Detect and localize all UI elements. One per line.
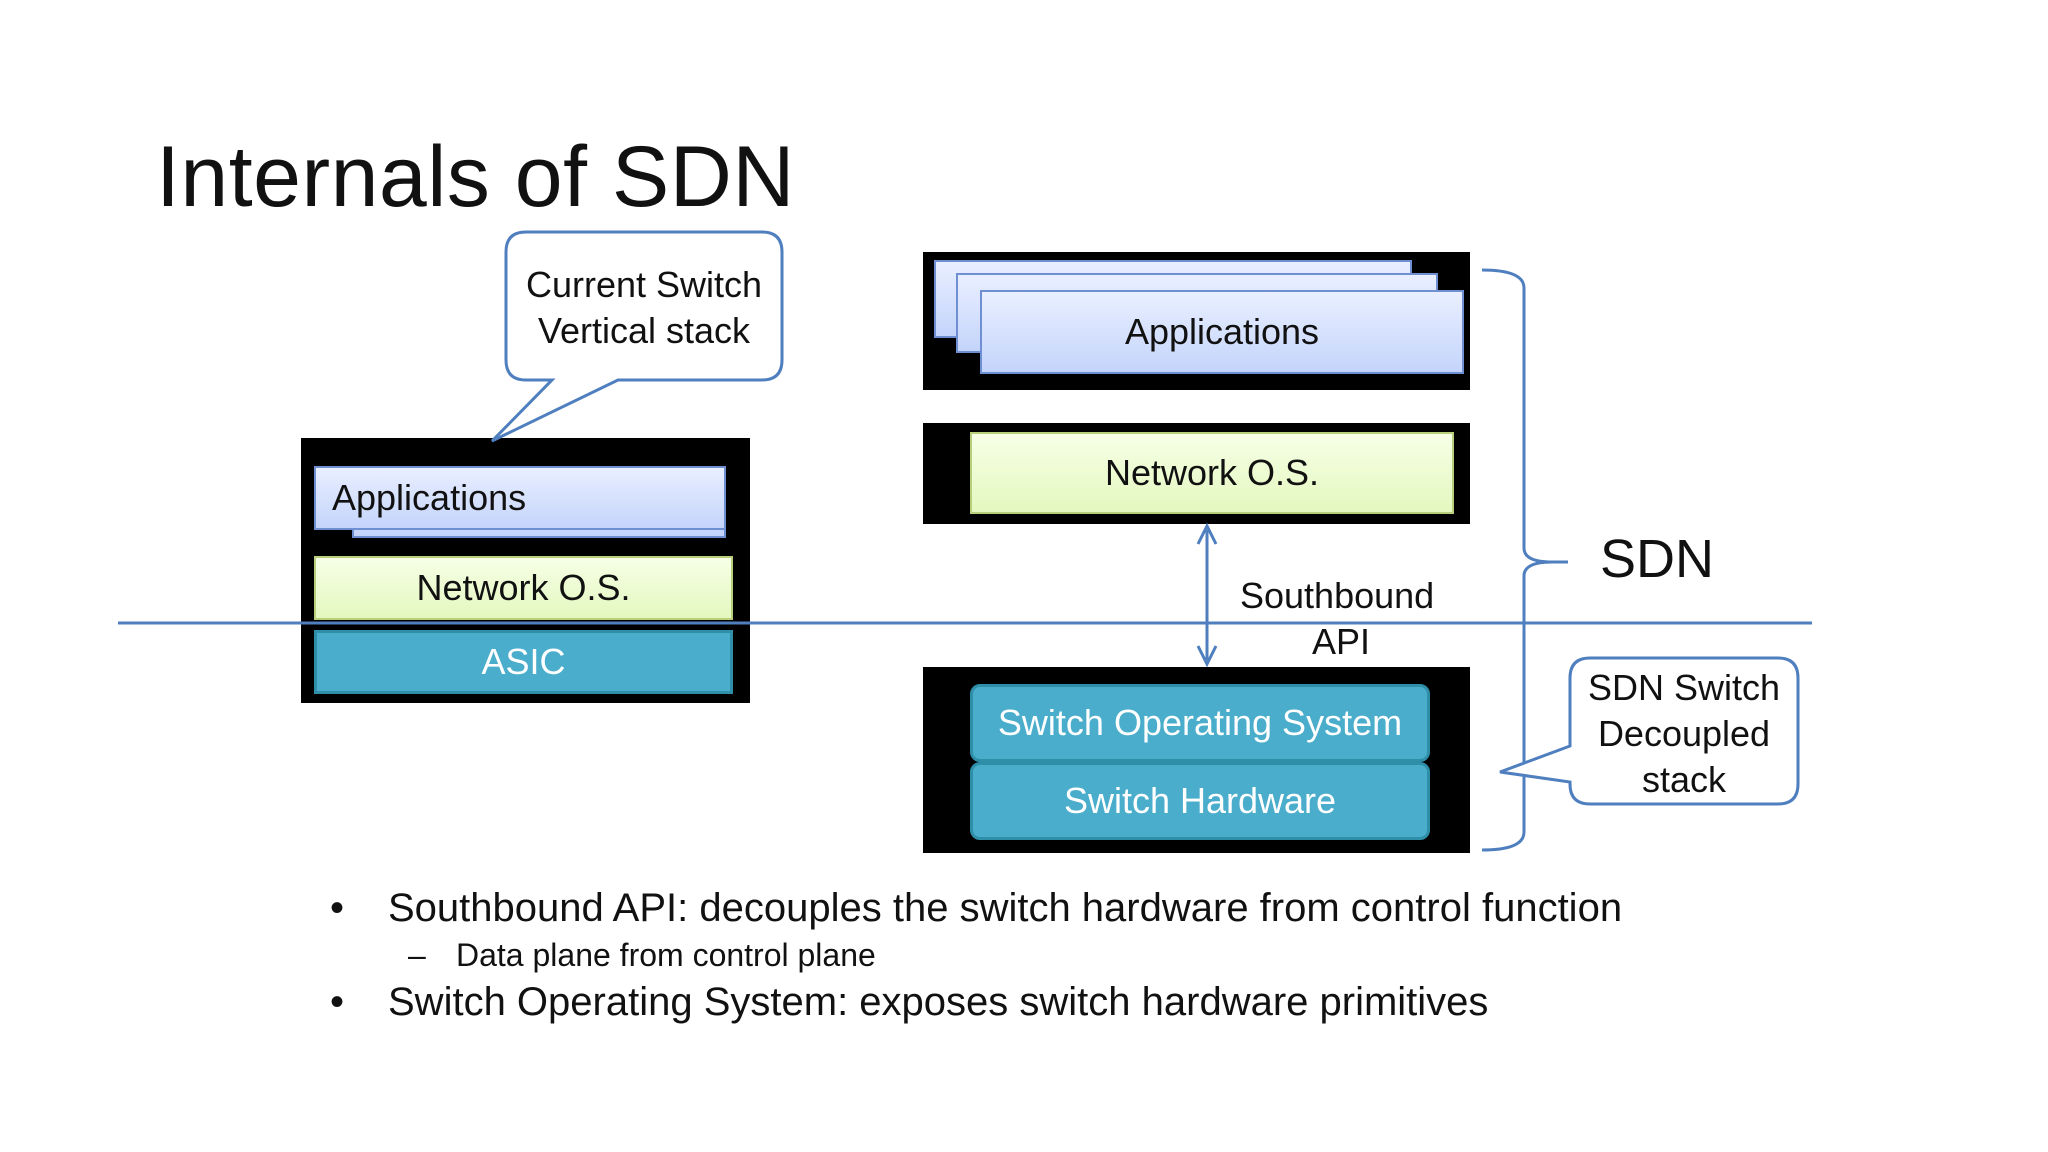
right-network-os-label: Network O.S. (1104, 452, 1320, 493)
right-applications-box: Applications (980, 290, 1464, 374)
asic-box: ASIC (314, 630, 733, 694)
bullet-text: Switch Operating System: exposes switch … (388, 980, 1489, 1024)
sdn-bracket (1481, 268, 1568, 852)
sub-bullet-item: – Data plane from control plane (330, 932, 1622, 978)
right-callout-text: SDN Switch Decoupled stack (1570, 665, 1798, 803)
right-network-os-box: Network O.S. (970, 432, 1454, 514)
southbound-arrow-down-head (1196, 645, 1218, 668)
right-callout-line3: stack (1641, 759, 1727, 800)
left-applications-box: Applications (314, 466, 726, 530)
switch-os-label: Switch Operating System (997, 702, 1403, 743)
right-callout-line2: Decoupled (1597, 713, 1771, 754)
sub-bullet-text: Data plane from control plane (456, 937, 876, 973)
bullet-text: Southbound API: decouples the switch har… (388, 886, 1623, 930)
left-callout-line2: Vertical stack (537, 310, 751, 351)
right-callout-line1: SDN Switch (1587, 667, 1781, 708)
switch-hardware-label: Switch Hardware (1063, 780, 1337, 821)
bullet-item: • Switch Operating System: exposes switc… (330, 978, 1622, 1026)
bullet-dot: • (330, 980, 345, 1024)
slide-title: Internals of SDN (156, 129, 795, 225)
bullet-item: • Southbound API: decouples the switch h… (330, 884, 1622, 932)
sdn-label: SDN (1600, 529, 1715, 589)
left-callout-line1: Current Switch (525, 264, 763, 305)
asic-label: ASIC (481, 641, 566, 682)
right-applications-label: Applications (1124, 311, 1320, 352)
switch-os-box: Switch Operating System (970, 684, 1430, 762)
left-network-os-label: Network O.S. (416, 567, 631, 608)
southbound-label-line2: API (1312, 621, 1371, 662)
left-applications-label: Applications (332, 477, 527, 518)
left-callout-text: Current Switch Vertical stack (506, 262, 782, 354)
sub-bullet-dash: – (408, 937, 426, 973)
southbound-label-line1: Southbound (1240, 575, 1435, 616)
bullet-dot: • (330, 886, 345, 930)
bullet-list: • Southbound API: decouples the switch h… (330, 884, 1622, 1026)
southbound-arrow-up-head (1196, 522, 1218, 545)
left-network-os-box: Network O.S. (314, 556, 733, 620)
switch-hardware-box: Switch Hardware (970, 762, 1430, 840)
